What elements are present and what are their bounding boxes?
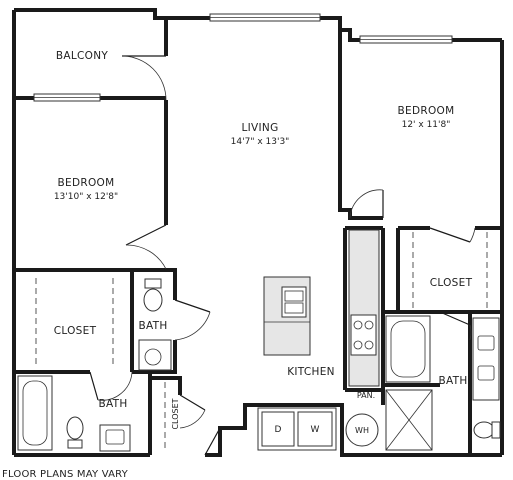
water-heater-label: WH bbox=[355, 426, 369, 435]
kitchen-label: KITCHEN bbox=[287, 366, 335, 378]
kitchen-counter bbox=[348, 229, 380, 387]
doors bbox=[89, 55, 476, 456]
walls bbox=[12, 8, 504, 457]
dryer bbox=[261, 411, 295, 447]
living-label: LIVING bbox=[241, 122, 278, 134]
closet-small-label: CLOSET bbox=[171, 398, 180, 429]
washer bbox=[297, 411, 333, 447]
bath-half-label: BATH bbox=[138, 320, 167, 332]
living-size: 14'7" x 13'3" bbox=[231, 137, 290, 147]
bathtub-right bbox=[385, 315, 431, 383]
room-labels: BALCONY LIVING 14'7" x 13'3" BEDROOM 13'… bbox=[54, 50, 473, 435]
bedroom-left-label: BEDROOM bbox=[58, 177, 115, 189]
vanity-right bbox=[472, 317, 500, 401]
dryer-label: D bbox=[275, 425, 282, 435]
fixtures bbox=[17, 229, 501, 452]
pantry-label: PAN. bbox=[357, 391, 375, 400]
balcony-label: BALCONY bbox=[56, 50, 108, 62]
bedroom-right-size: 12' x 11'8" bbox=[402, 120, 451, 130]
washer-label: W bbox=[311, 425, 320, 435]
disclaimer-note: FLOOR PLANS MAY VARY bbox=[2, 469, 129, 480]
bedroom-left-size: 13'10" x 12'8" bbox=[54, 192, 118, 202]
closet-rods bbox=[35, 232, 488, 450]
bedroom-right-label: BEDROOM bbox=[398, 105, 455, 117]
toilet-right bbox=[473, 421, 495, 439]
windows bbox=[33, 13, 453, 102]
sink-half-bath bbox=[138, 339, 172, 371]
bath-right-label: BATH bbox=[438, 375, 467, 387]
toilet-left bbox=[66, 416, 84, 440]
water-heater bbox=[345, 413, 379, 447]
closet-right-label: CLOSET bbox=[430, 277, 473, 289]
vanity-left bbox=[99, 424, 131, 452]
bath-left-label: BATH bbox=[98, 398, 127, 410]
toilet-half-bath bbox=[143, 288, 163, 312]
closet-left-label: CLOSET bbox=[54, 325, 97, 337]
